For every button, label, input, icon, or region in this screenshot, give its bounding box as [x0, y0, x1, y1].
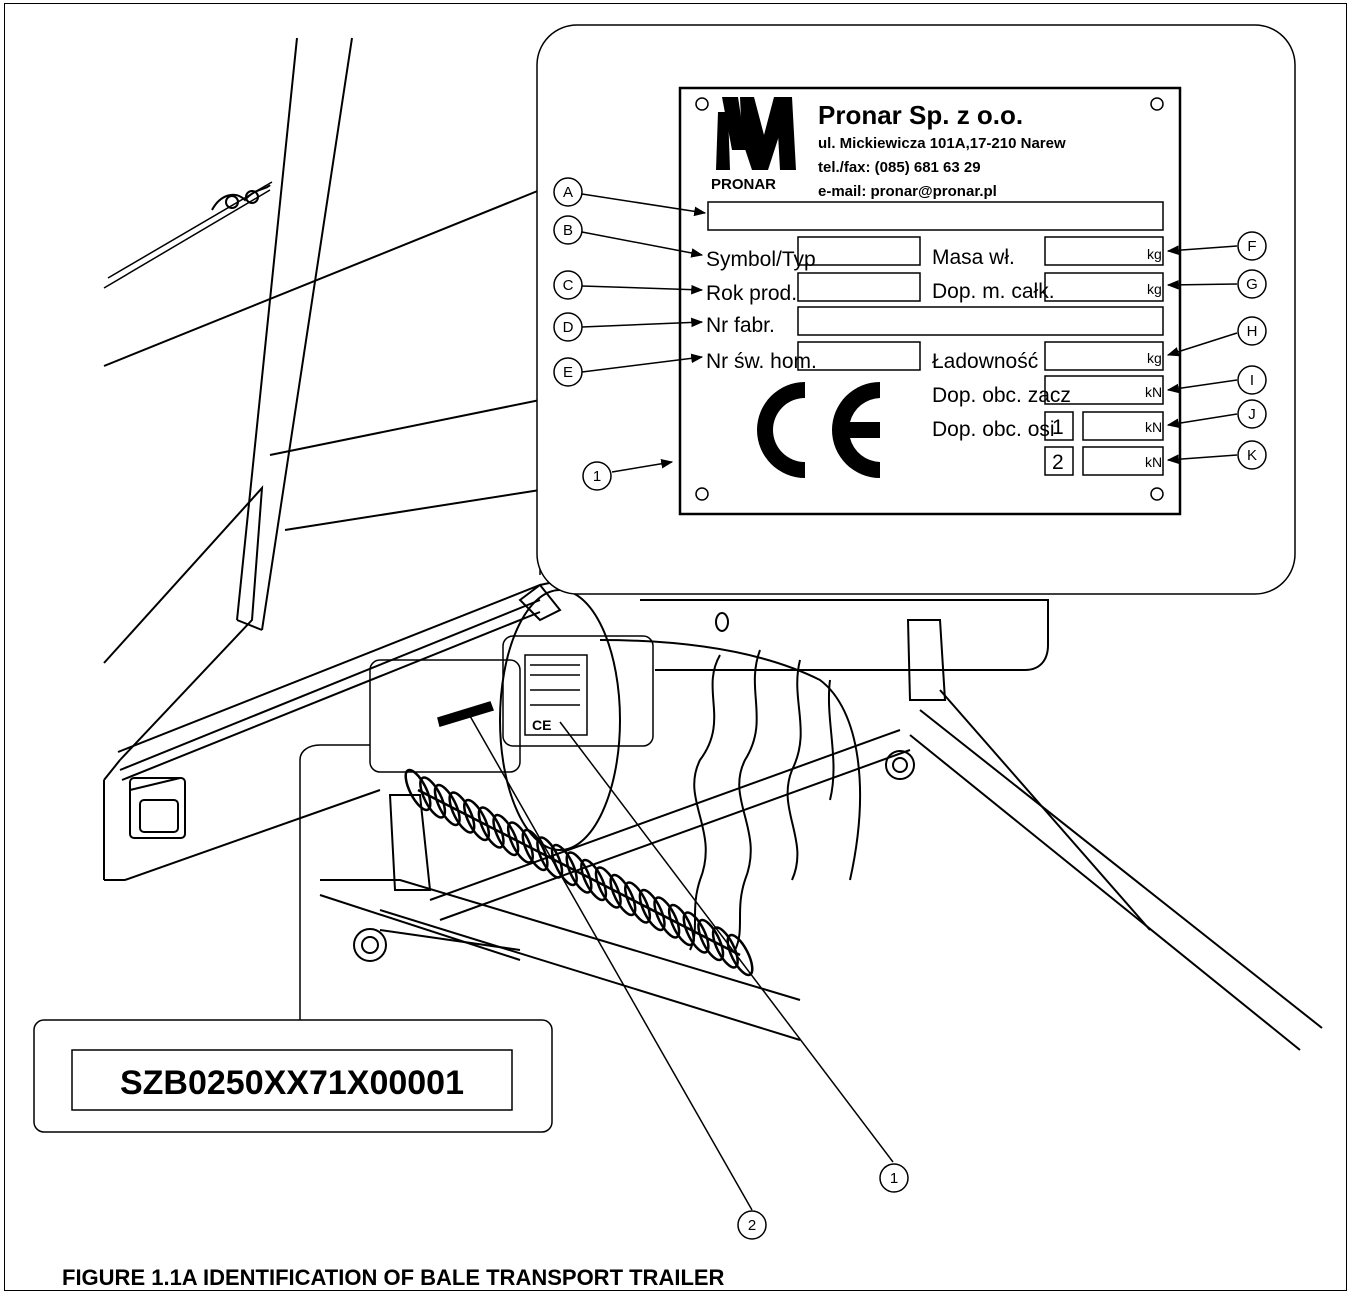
spring-coil — [609, 873, 637, 917]
callout-D: D — [563, 319, 574, 336]
callout-F: F — [1247, 238, 1256, 255]
label-year: Rok prod. — [706, 282, 797, 305]
callout-C: C — [563, 277, 574, 294]
spring-coil — [697, 918, 725, 962]
spring-coil — [506, 821, 534, 864]
unit-axle-2: kN — [1145, 454, 1162, 470]
spring-coil — [433, 783, 461, 827]
spring-coil — [521, 828, 549, 872]
spring-coil — [682, 911, 710, 954]
callout-K: K — [1247, 447, 1257, 464]
label-approval: Nr św. hom. — [706, 350, 817, 373]
unit-hitch: kN — [1145, 384, 1162, 400]
spring-coil — [492, 813, 520, 857]
logo-wordmark: PRONAR — [711, 176, 776, 193]
axle-number-2: 2 — [1052, 451, 1064, 474]
company-phone: tel./fax: (085) 681 63 29 — [818, 159, 981, 176]
figure-caption: FIGURE 1.1A IDENTIFICATION OF BALE TRANS… — [62, 1265, 725, 1290]
callout-B: B — [563, 222, 573, 239]
spring-coil — [667, 903, 695, 947]
unit-gross: kg — [1147, 281, 1162, 297]
callout-1-location: 1 — [890, 1170, 898, 1187]
coil-spring — [404, 768, 754, 977]
callout-H: H — [1247, 323, 1258, 340]
label-serial: Nr fabr. — [706, 314, 775, 337]
axle-number-1: 1 — [1052, 416, 1064, 439]
pronar-logo — [716, 97, 796, 170]
spring-coil — [419, 776, 447, 819]
company-name: Pronar Sp. z o.o. — [818, 100, 1023, 130]
plate-fields — [707, 201, 1164, 476]
unit-capacity: kg — [1147, 350, 1162, 366]
figure-frame — [4, 3, 1347, 1291]
label-capacity: Ładowność — [932, 350, 1038, 373]
callout-A: A — [563, 184, 573, 201]
mounted-plate-thumbnail — [502, 635, 654, 747]
vin-stamp-thumbnail — [369, 659, 521, 773]
spring-coil — [624, 881, 652, 924]
trailer-drawing — [103, 37, 1323, 1051]
spring-coil — [580, 858, 608, 902]
callout-J: J — [1248, 406, 1256, 423]
label-mass: Masa wł. — [932, 246, 1015, 269]
spring-coil — [404, 768, 432, 812]
spring-coil — [653, 896, 681, 939]
callout-leaders — [581, 193, 1238, 473]
spring-coil — [726, 933, 754, 977]
spring-coil — [565, 851, 593, 894]
plate-mounting-holes — [695, 97, 1164, 501]
spring-coil — [463, 798, 491, 842]
spring-coil — [448, 791, 476, 834]
vin-plate — [71, 1049, 513, 1111]
mini-ce-mark: CE — [532, 717, 551, 733]
reference-leaders — [299, 560, 894, 1211]
spring-coil — [638, 888, 666, 932]
callout-I: I — [1250, 372, 1254, 389]
label-axle-load: Dop. obc. osi — [932, 418, 1055, 441]
ce-mark — [757, 382, 880, 478]
unit-axle-1: kN — [1145, 419, 1162, 435]
callout-1-plate: 1 — [593, 468, 601, 485]
label-gross: Dop. m. całk. — [932, 280, 1055, 303]
vin-number: SZB0250XX71X00001 — [120, 1064, 464, 1102]
label-hitch-load: Dop. obc. zacz — [932, 384, 1071, 407]
callout-2-location: 2 — [748, 1217, 756, 1234]
company-email: e-mail: pronar@pronar.pl — [818, 183, 997, 200]
spring-coil — [477, 806, 505, 849]
spring-coil — [594, 866, 622, 909]
callout-E: E — [563, 364, 573, 381]
callout-G: G — [1246, 276, 1258, 293]
label-symbol: Symbol/Typ — [706, 248, 816, 271]
callout-circles — [553, 177, 1267, 1240]
unit-mass: kg — [1147, 246, 1162, 262]
company-address: ul. Mickiewicza 101A,17-210 Narew — [818, 135, 1066, 152]
